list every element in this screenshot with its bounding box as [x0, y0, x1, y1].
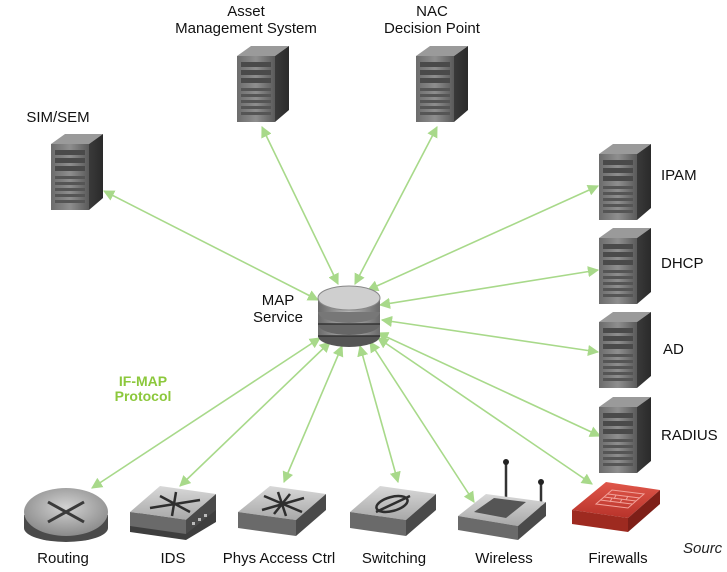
simsem-label: SIM/SEM [26, 109, 90, 126]
link-wireless [369, 341, 475, 503]
link-ipam [366, 185, 600, 291]
asset-server-icon [237, 46, 289, 122]
if-map-protocol-line2: Protocol [114, 388, 172, 404]
asset-label-line1: Asset [227, 3, 265, 20]
if-map-protocol-line1: IF-MAP [118, 373, 168, 389]
nac-label: NAC Decision Point [372, 3, 492, 37]
link-nac [354, 126, 438, 285]
nac-server-icon [416, 46, 468, 122]
asset-label-line2: Management System [175, 20, 317, 37]
simsem-server-icon [51, 134, 103, 210]
link-dhcp [378, 266, 600, 309]
map-service-label: MAP Service [246, 292, 310, 326]
link-switching [357, 344, 401, 484]
map-service-line2: Service [252, 309, 304, 326]
if-map-protocol-label: IF-MAP Protocol [104, 374, 182, 404]
source-note: Sourc [683, 540, 723, 557]
ids-icon [130, 486, 216, 540]
firewall-icon [572, 482, 660, 532]
switching-label: Switching [361, 550, 427, 567]
wireless-label: Wireless [475, 550, 533, 567]
link-asset [261, 125, 339, 286]
wireless-ap-icon [458, 459, 546, 540]
router-icon [24, 488, 108, 542]
ad-server-icon [599, 312, 651, 388]
map-service-line1: MAP [261, 292, 295, 309]
ids-label: IDS [160, 550, 186, 567]
link-routing [91, 337, 321, 489]
nac-label-line2: Decision Point [384, 20, 480, 37]
switch-icon [350, 486, 436, 536]
phys-access-ctrl-label: Phys Access Ctrl [222, 550, 336, 567]
ad-label: AD [663, 341, 684, 358]
phys-access-ctrl-icon [238, 486, 326, 536]
link-radius [376, 332, 602, 437]
firewalls-label: Firewalls [588, 550, 648, 567]
nac-label-line1: NAC [416, 3, 448, 20]
link-ad [380, 315, 600, 357]
ipam-server-icon [599, 144, 651, 220]
asset-label: Asset Management System [166, 3, 326, 37]
map-service-icon [317, 285, 381, 347]
link-phys [282, 344, 344, 484]
link-ids [179, 341, 331, 487]
radius-label: RADIUS [661, 427, 718, 444]
connector-lines [91, 125, 602, 503]
link-firewalls [377, 337, 593, 485]
ipam-label: IPAM [661, 167, 697, 184]
routing-label: Routing [37, 550, 89, 567]
link-simsem [103, 190, 319, 301]
radius-server-icon [599, 397, 651, 473]
dhcp-server-icon [599, 228, 651, 304]
dhcp-label: DHCP [661, 255, 704, 272]
